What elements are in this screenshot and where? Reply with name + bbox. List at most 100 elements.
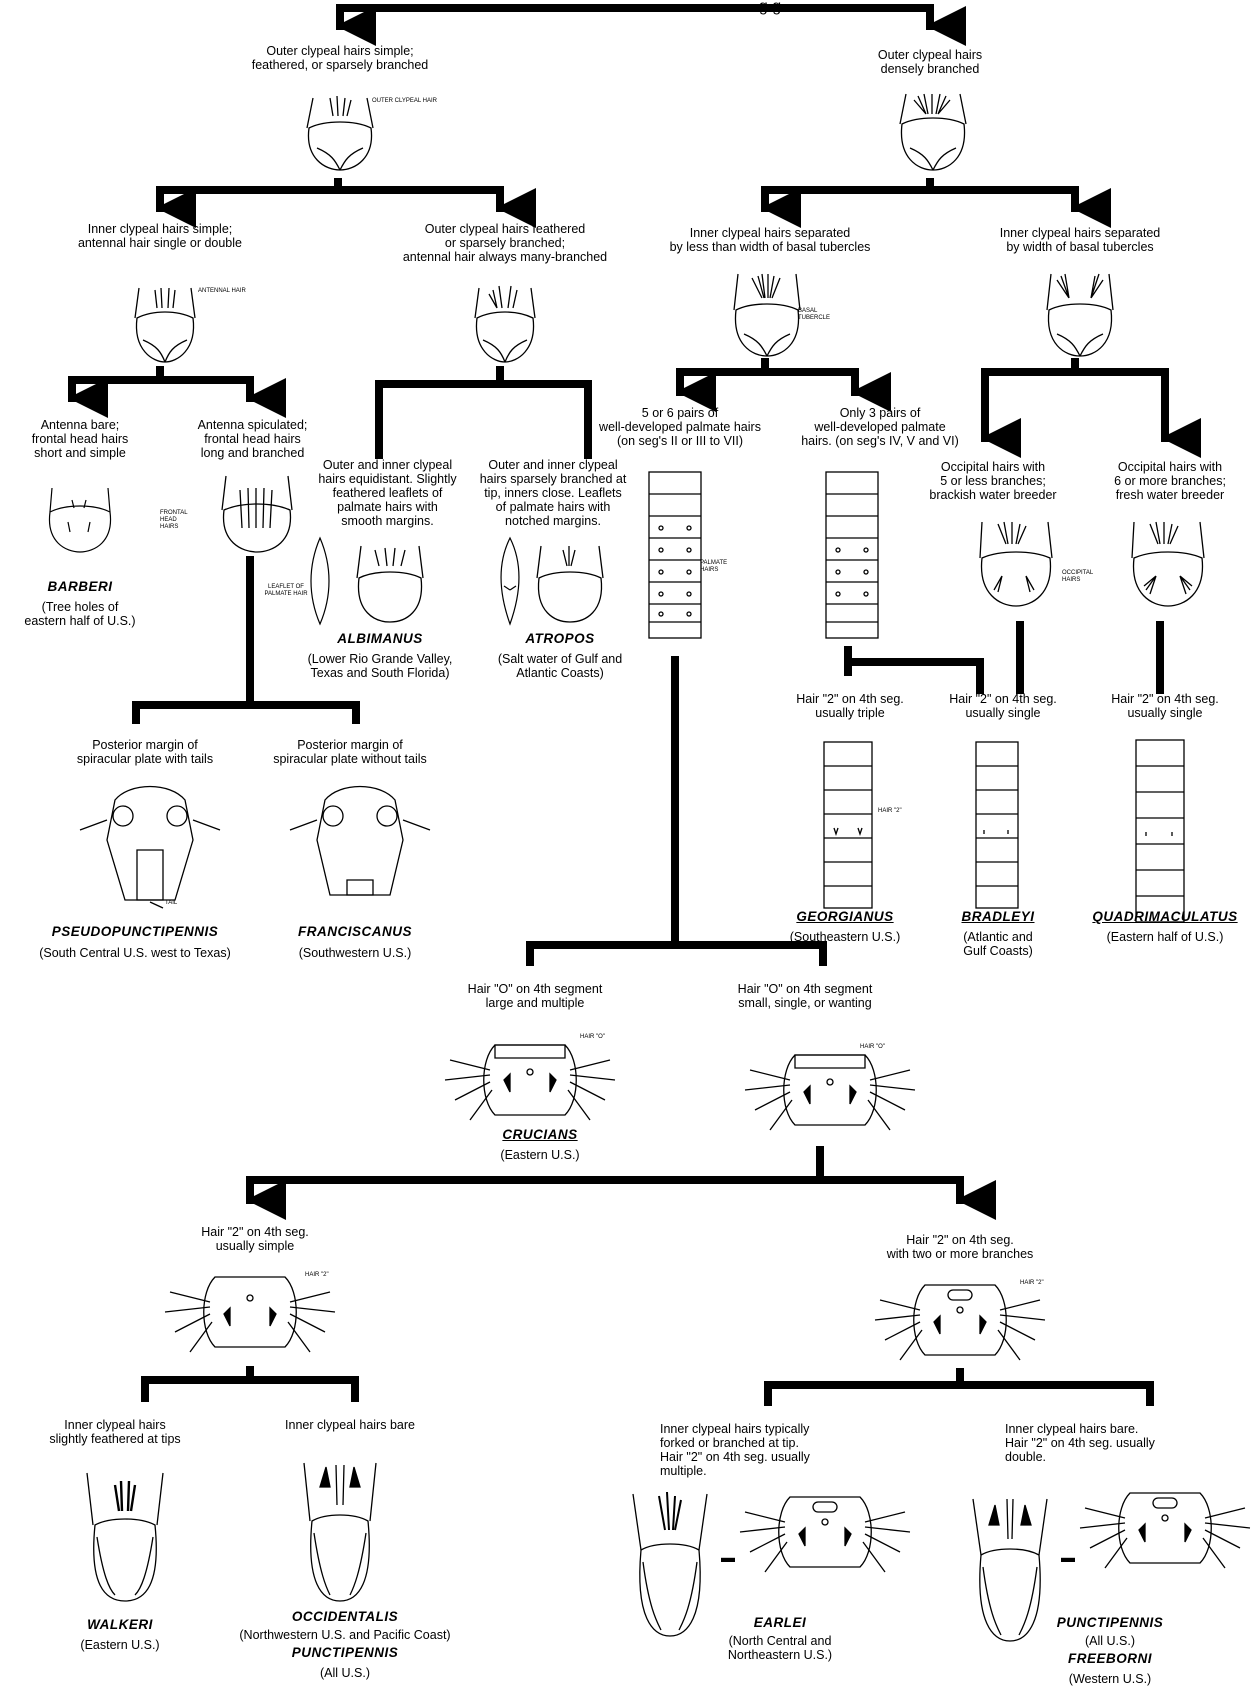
label-hair0-b: HAIR "O" xyxy=(860,1044,885,1050)
larva-head-illustration xyxy=(536,545,604,623)
larva-head-illustration xyxy=(356,545,424,623)
couplet-inner-separated: Inner clypeal hairs separated by width o… xyxy=(999,226,1161,254)
habitat-occidentalis: (Northwestern U.S. and Pacific Coast) xyxy=(239,1628,451,1642)
abdomen-illustration xyxy=(648,471,702,639)
couplet-inner-clypeal-simple: Inner clypeal hairs simple; antennal hai… xyxy=(77,222,242,250)
connector-right-2 xyxy=(761,178,1079,194)
larva-head-illustration xyxy=(86,1472,164,1602)
label-hair2-c: HAIR "2" xyxy=(1020,1280,1044,1286)
habitat-punctipennis-b: (All U.S.) xyxy=(1085,1634,1135,1648)
label-outer-clypeal-hair: OUTER CLYPEAL HAIR xyxy=(372,98,438,104)
habitat-franciscanus: (Southwestern U.S.) xyxy=(298,946,412,960)
couplet-inner-bare: Inner clypeal hairs bare xyxy=(285,1418,415,1432)
larva-head-illustration xyxy=(221,475,293,553)
larva-head-illustration xyxy=(1131,521,1205,607)
species-atropos: ATROPOS xyxy=(525,631,595,646)
larva-head-illustration xyxy=(632,1491,708,1637)
couplet-occipital-five: Occipital hairs with 5 or less branches;… xyxy=(929,460,1057,502)
habitat-bradleyi: (Atlantic and Gulf Coasts) xyxy=(963,930,1033,958)
label-leaflet-palmate-hair: LEAFLET OF PALMATE HAIR xyxy=(264,584,308,597)
label-occipital-hairs: OCCIPITAL HAIRS xyxy=(1062,570,1094,583)
couplet-outer-inner-equidistant: Outer and inner clypeal hairs equidistan… xyxy=(318,458,457,528)
connector-n6b xyxy=(764,1368,1154,1406)
segment-illustration xyxy=(164,1276,336,1353)
segment-illustration xyxy=(874,1284,1046,1361)
larva-head-illustration xyxy=(306,95,374,171)
connector-n2a xyxy=(68,366,254,384)
habitat-pseudopunctipennis: (South Central U.S. west to Texas) xyxy=(39,946,231,960)
larva-head-illustration xyxy=(733,273,801,357)
species-earlei: EARLEI xyxy=(753,1615,807,1630)
palmate-leaflet-illustration xyxy=(310,536,330,626)
couplet-antenna-bare: Antenna bare; frontal head hairs short a… xyxy=(31,418,129,460)
larva-head-illustration xyxy=(474,285,536,363)
larva-head-illustration xyxy=(979,521,1053,607)
couplet-hair0-small: Hair "O" on 4th segment small, single, o… xyxy=(737,982,873,1010)
segment-illustration xyxy=(1079,1492,1251,1569)
connector-n2d xyxy=(981,358,1169,376)
label-frontal-head-hairs: FRONTAL HEAD HAIRS xyxy=(160,510,188,530)
connector-n3e xyxy=(526,656,827,966)
species-punctipennis-b: PUNCTIPENNIS xyxy=(1056,1615,1164,1630)
larva-head-illustration xyxy=(899,93,967,171)
species-crucians: CRUCIANS xyxy=(502,1127,578,1142)
palmate-leaflet-illustration xyxy=(500,536,520,626)
habitat-georgianus: (Southeastern U.S.) xyxy=(789,930,901,944)
abdomen-illustration xyxy=(975,741,1019,909)
species-georgianus: GEORGIANUS xyxy=(796,909,894,924)
label-tail: TAIL xyxy=(165,900,178,906)
larva-head-illustration xyxy=(48,487,112,553)
label-antennal-hair: ANTENNAL HAIR xyxy=(198,288,246,294)
habitat-punctipennis-a: (All U.S.) xyxy=(320,1666,370,1680)
header-fragment: g g xyxy=(758,0,782,15)
species-albimanus: ALBIMANUS xyxy=(337,631,423,646)
species-franciscanus: FRANCISCANUS xyxy=(298,924,412,939)
species-walkeri: WALKERI xyxy=(87,1617,153,1632)
couplet-outer-clypeal-simple: Outer clypeal hairs simple; feathered, o… xyxy=(251,44,429,72)
label-basal-tubercle: BASAL TUBERCLE xyxy=(798,308,831,321)
abdomen-illustration xyxy=(825,471,879,639)
larva-head-illustration xyxy=(303,1462,377,1602)
label-hair2: HAIR "2" xyxy=(878,808,902,814)
connector-n6a xyxy=(141,1366,359,1402)
habitat-barberi: (Tree holes of eastern half of U.S.) xyxy=(24,600,136,628)
spiracular-plate-illustration xyxy=(79,785,221,909)
habitat-albimanus: (Lower Rio Grande Valley, Texas and Sout… xyxy=(307,652,453,680)
couplet-spiracular-no-tails: Posterior margin of spiracular plate wit… xyxy=(273,738,427,766)
abdomen-illustration xyxy=(1135,739,1185,923)
larva-head-illustration xyxy=(972,1498,1048,1642)
label-hair2-b: HAIR "2" xyxy=(305,1272,329,1278)
couplet-outer-clypeal-dense: Outer clypeal hairs densely branched xyxy=(877,48,983,76)
connector-n2c xyxy=(676,358,859,376)
larva-head-illustration xyxy=(134,287,196,363)
couplet-outer-feathered: Outer clypeal hairs feathered or sparsel… xyxy=(402,222,608,264)
equals-mark-a: ▬ xyxy=(721,1549,735,1565)
segment-illustration xyxy=(444,1044,616,1121)
habitat-freeborni: (Western U.S.) xyxy=(1068,1672,1152,1686)
species-pseudopunctipennis: PSEUDOPUNCTIPENNIS xyxy=(51,924,219,939)
couplet-spiracular-tails: Posterior margin of spiracular plate wit… xyxy=(76,738,214,766)
couplet-five-six-palmate: 5 or 6 pairs of well-developed palmate h… xyxy=(599,406,761,448)
spiracular-plate-illustration xyxy=(289,785,431,896)
connector-n3f xyxy=(844,646,984,694)
couplet-antenna-spiculated: Antenna spiculated; frontal head hairs l… xyxy=(197,418,308,460)
couplet-three-palmate: Only 3 pairs of well-developed palmate h… xyxy=(801,406,959,448)
species-occidentalis: OCCIDENTALIS xyxy=(291,1609,399,1624)
couplet-hair2-single-quadrimaculatus: Hair "2" on 4th seg. usually single xyxy=(1111,692,1219,720)
couplet-occipital-six: Occipital hairs with 6 or more branches;… xyxy=(1114,460,1226,502)
couplet-hair2-single-bradleyi: Hair "2" on 4th seg. usually single xyxy=(949,692,1057,720)
segment-illustration xyxy=(744,1054,916,1131)
species-freeborni: FREEBORNI xyxy=(1067,1651,1152,1666)
abdomen-illustration xyxy=(823,741,873,909)
label-palmate-hairs: PALMATE HAIRS xyxy=(700,560,728,573)
connector-left-2 xyxy=(156,178,504,212)
couplet-outer-inner-sparse: Outer and inner clypeal hairs sparsely b… xyxy=(479,458,627,528)
couplet-inner-forked: Inner clypeal hairs typically forked or … xyxy=(660,1422,810,1478)
species-barberi: BARBERI xyxy=(47,579,113,594)
couplet-inner-close: Inner clypeal hairs separated by less th… xyxy=(669,226,871,254)
couplet-hair0-large: Hair "O" on 4th segment large and multip… xyxy=(467,982,603,1010)
couplet-inner-feathered-tips: Inner clypeal hairs slightly feathered a… xyxy=(49,1418,181,1446)
couplet-hair2-triple: Hair "2" on 4th seg. usually triple xyxy=(796,692,904,720)
habitat-walkeri: (Eastern U.S.) xyxy=(80,1638,160,1652)
